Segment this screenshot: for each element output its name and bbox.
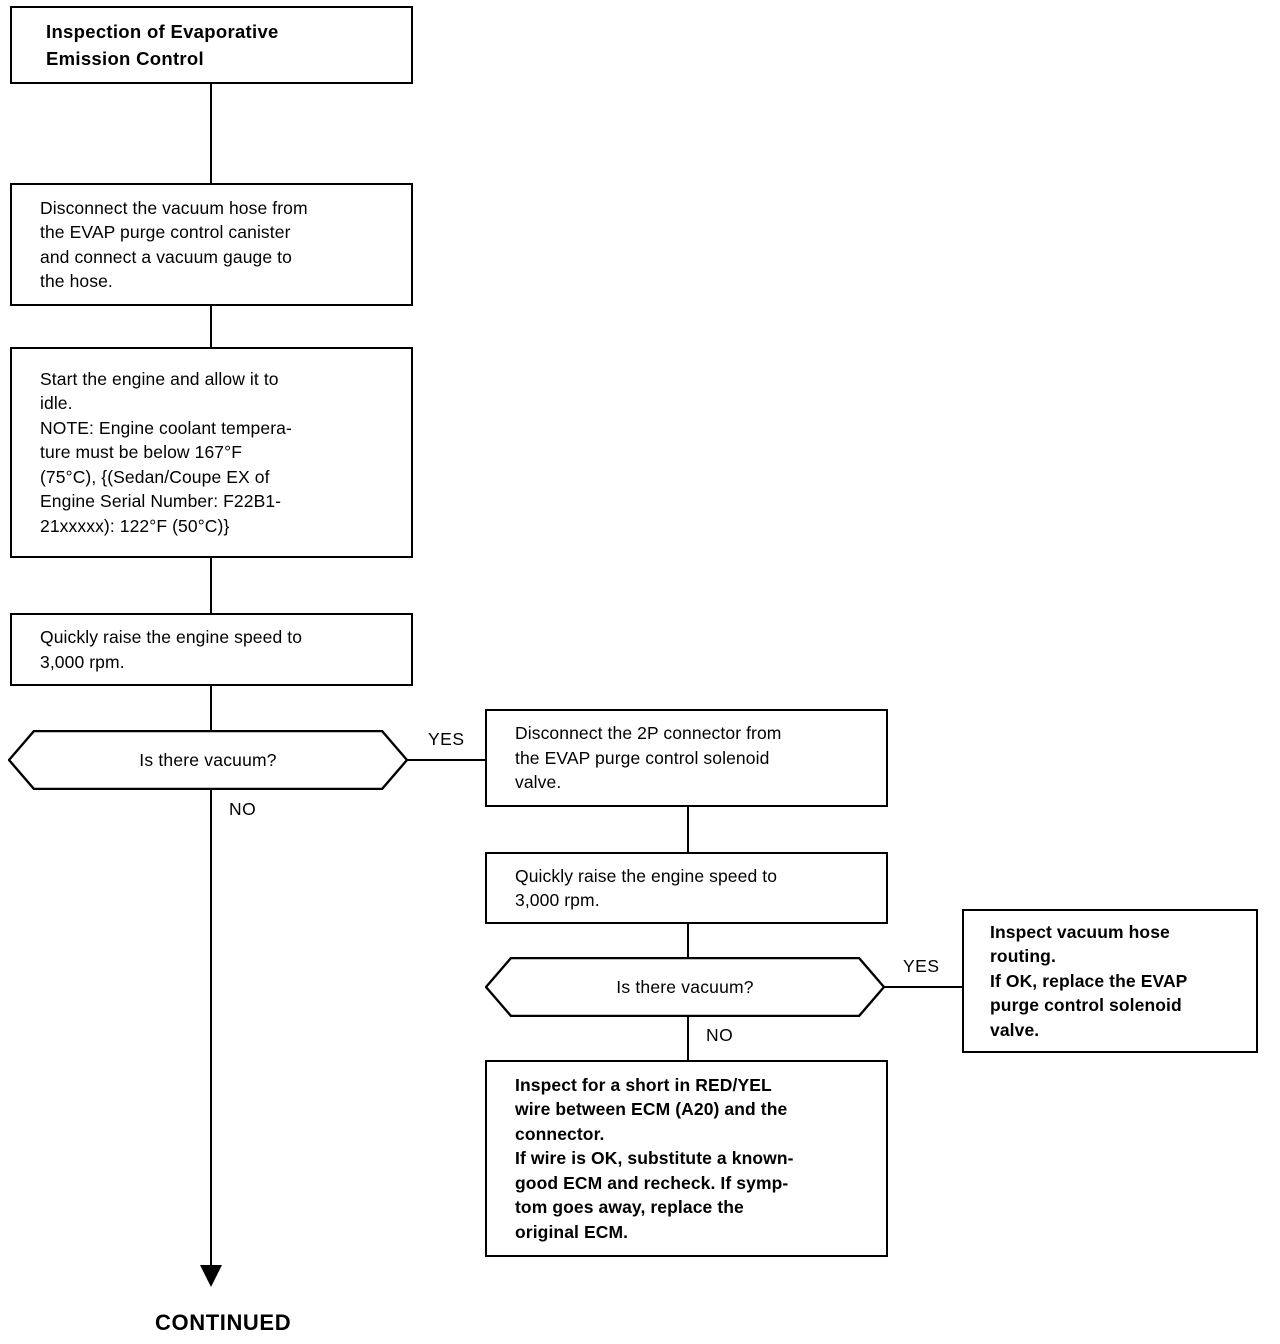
decision-hexagon-shape	[485, 957, 885, 1017]
node-decision-vacuum-2: Is there vacuum?	[485, 957, 885, 1017]
node-raise-rpm-1-label: Quickly raise the engine speed to 3,000 …	[40, 627, 303, 672]
node-inspect-short-label: Inspect for a short in RED/YEL wire betw…	[515, 1074, 794, 1242]
node-title-box-label: Inspection of Evaporative Emission Contr…	[46, 21, 279, 69]
connector-raise-rpm-1-to-decision-1	[210, 686, 212, 732]
node-inspect-short: Inspect for a short in RED/YEL wire betw…	[485, 1060, 888, 1257]
branch-label-decision-2-yes: YES	[903, 956, 940, 976]
node-disconnect-2p-label: Disconnect the 2P connector from the EVA…	[515, 723, 782, 793]
branch-label-decision-1-no: NO	[229, 799, 257, 819]
arrow-head-continued	[200, 1265, 222, 1287]
node-decision-vacuum-1: Is there vacuum?	[8, 730, 408, 790]
node-raise-rpm-2-label: Quickly raise the engine speed to 3,000 …	[515, 865, 778, 911]
connector-disconnect-hose-to-start-engine	[210, 306, 212, 347]
node-decision-vacuum-2-label: Is there vacuum?	[616, 977, 754, 997]
decision-hexagon-shape	[8, 730, 408, 790]
label-continued: CONTINUED	[155, 1310, 292, 1335]
node-title-box: Inspection of Evaporative Emission Contr…	[10, 6, 413, 84]
connector-decision-1-no	[210, 789, 212, 1268]
node-decision-vacuum-1-label: Is there vacuum?	[139, 750, 277, 770]
node-disconnect-hose: Disconnect the vacuum hose from the EVAP…	[10, 183, 413, 306]
connector-decision-2-yes	[884, 986, 964, 988]
connector-raise-rpm-2-to-decision-2	[687, 924, 689, 958]
branch-label-decision-2-no: NO	[706, 1025, 734, 1045]
node-start-engine-label: Start the engine and allow it to idle. N…	[40, 368, 292, 536]
connector-title-to-disconnect-hose	[210, 84, 212, 183]
connector-start-engine-to-raise-rpm	[210, 558, 212, 613]
node-disconnect-2p: Disconnect the 2P connector from the EVA…	[485, 709, 888, 807]
node-raise-rpm-2: Quickly raise the engine speed to 3,000 …	[485, 852, 888, 924]
connector-disconnect-2p-to-raise-rpm-2	[687, 807, 689, 852]
connector-decision-2-no	[687, 1016, 689, 1060]
node-inspect-routing-label: Inspect vacuum hose routing. If OK, repl…	[990, 921, 1188, 1040]
node-disconnect-hose-label: Disconnect the vacuum hose from the EVAP…	[40, 197, 308, 292]
node-inspect-routing: Inspect vacuum hose routing. If OK, repl…	[962, 909, 1258, 1053]
node-raise-rpm-1: Quickly raise the engine speed to 3,000 …	[10, 613, 413, 686]
node-start-engine: Start the engine and allow it to idle. N…	[10, 347, 413, 558]
branch-label-decision-1-yes: YES	[428, 729, 465, 749]
connector-decision-1-yes	[407, 759, 485, 761]
